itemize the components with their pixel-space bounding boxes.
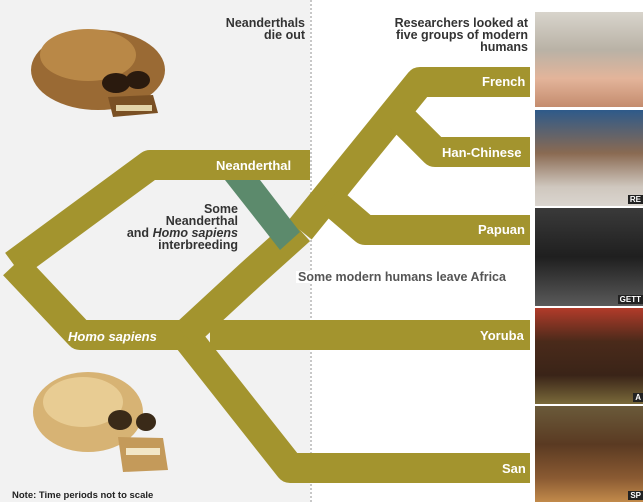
san-photo-credit: SP: [628, 491, 643, 500]
san-portrait-image: SP: [535, 406, 643, 502]
han-chinese-label: Han-Chinese: [442, 145, 521, 160]
french-portrait-image: [535, 12, 643, 107]
yoruba-portrait-image: A: [535, 308, 643, 404]
san-label: San: [502, 461, 526, 476]
yoruba-photo-credit: A: [633, 393, 643, 402]
neanderthal-label: Neanderthal: [216, 158, 291, 173]
yoruba-label: Yoruba: [480, 328, 524, 343]
researchers-line-3: humans: [360, 41, 528, 53]
han-photo-credit: RE: [628, 195, 643, 204]
han-chinese-portrait-image: RE: [535, 110, 643, 206]
neanderthals-die-out-line-2: die out: [210, 29, 305, 41]
neanderthal-skull-image: [31, 29, 165, 117]
interbreeding-and: and: [127, 226, 149, 240]
papuan-photo-credit: GETT: [618, 295, 643, 304]
leave-africa-label: Some modern humans leave Africa: [296, 271, 508, 283]
san-branch: [185, 335, 530, 468]
papuan-label: Papuan: [478, 222, 525, 237]
papuan-portrait-image: GETT: [535, 208, 643, 306]
homo-sapiens-skull-image: [33, 372, 168, 472]
interbreeding-label: Some Neanderthal and Homo sapiens interb…: [100, 203, 238, 251]
researchers-label: Researchers looked at five groups of mod…: [360, 17, 528, 53]
french-label: French: [482, 74, 525, 89]
root-to-homo-sapiens-branch: [14, 265, 185, 335]
interbreeding-line-4: interbreeding: [100, 239, 238, 251]
homo-sapiens-label: Homo sapiens: [68, 329, 157, 344]
neanderthals-die-out-label: Neanderthals die out: [210, 17, 305, 41]
time-scale-note: Note: Time periods not to scale: [12, 490, 153, 501]
